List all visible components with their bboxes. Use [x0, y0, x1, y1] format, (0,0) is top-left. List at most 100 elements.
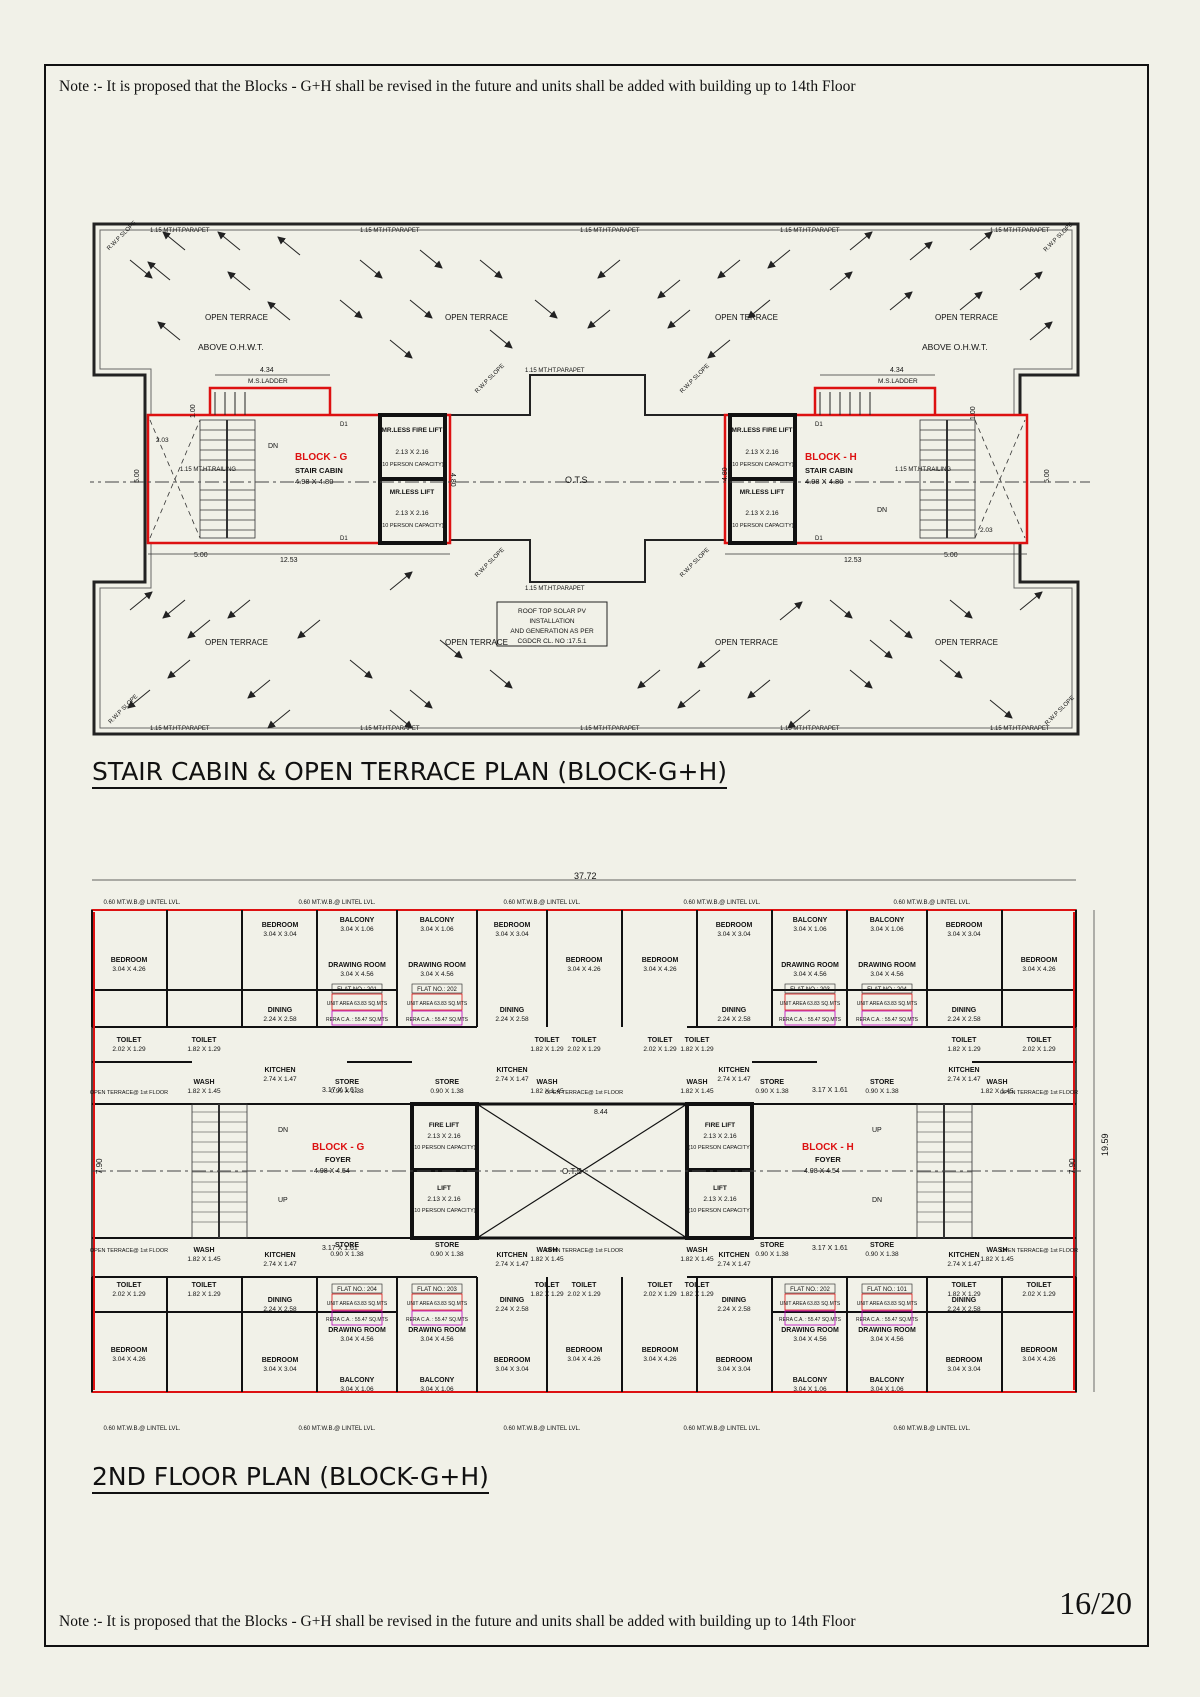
- store-label: STORE: [870, 1242, 894, 1249]
- toilet-label: TOILET: [117, 1037, 142, 1044]
- bedroom-label: BEDROOM: [642, 957, 679, 964]
- parapet-label: 1.15 MT.HT.PARAPET: [990, 228, 1050, 234]
- drawing-room-size: 3.04 X 4.56: [793, 1336, 827, 1343]
- up-label: UP: [278, 1197, 288, 1204]
- wb-lintel-label: 0.60 MT.W.B.@ LINTEL LVL.: [683, 1426, 760, 1432]
- dining-size: 2.24 X 2.58: [947, 1306, 981, 1313]
- lobby-size: 3.17 X 1.61: [322, 1087, 358, 1094]
- open-terrace-label: OPEN TERRACE: [715, 638, 778, 647]
- rera-carpet-area: RERA C.A. : 55.47 SQ.MTS: [406, 1317, 469, 1323]
- stair-size: 4.98 X 4.80: [295, 477, 333, 486]
- dining-label: DINING: [268, 1007, 293, 1014]
- kitchen-size: 2.74 X 1.47: [947, 1076, 981, 1083]
- store-label: STORE: [760, 1242, 784, 1249]
- toilet-label: TOILET: [192, 1037, 217, 1044]
- lift-size: 2.13 X 2.16: [745, 449, 779, 456]
- toilet-size: 1.82 X 1.29: [187, 1046, 221, 1053]
- unit-area: UNIT AREA 63.83 SQ.MTS: [857, 1301, 918, 1307]
- wash-size: 1.82 X 1.45: [980, 1256, 1014, 1263]
- kitchen-label: KITCHEN: [948, 1067, 979, 1074]
- ms-ladder-label: M.S.LADDER: [878, 378, 918, 385]
- lift-capacity: (10 PERSON CAPACITY): [380, 523, 443, 529]
- parapet-label: 1.15 MT.HT.PARAPET: [150, 726, 210, 732]
- d1-label: D1: [815, 422, 823, 428]
- dim-500-v: 5.00: [134, 469, 141, 483]
- flat-number: FLAT NO.: 203: [790, 987, 830, 993]
- store-label: STORE: [335, 1079, 359, 1086]
- dim-790: 7.90: [95, 1158, 104, 1174]
- kitchen-label: KITCHEN: [264, 1252, 295, 1259]
- wash-label: WASH: [194, 1079, 215, 1086]
- bedroom-label: BEDROOM: [716, 1357, 753, 1364]
- toilet-label: TOILET: [117, 1282, 142, 1289]
- foyer-label: FOYER: [325, 1155, 351, 1164]
- bedroom-size: 3.04 X 3.04: [263, 931, 297, 938]
- dining-label: DINING: [500, 1297, 525, 1304]
- lift-capacity: (10 PERSON CAPACITY): [380, 462, 443, 468]
- store-size: 0.90 X 1.38: [755, 1088, 789, 1095]
- lift-capacity: (10 PERSON CAPACITY): [412, 1145, 475, 1151]
- kitchen-label: KITCHEN: [496, 1252, 527, 1259]
- bedroom-label: BEDROOM: [262, 922, 299, 929]
- balcony-size: 3.04 X 1.06: [420, 926, 454, 933]
- balcony-size: 3.04 X 1.06: [793, 1386, 827, 1393]
- wb-lintel-label: 0.60 MT.W.B.@ LINTEL LVL.: [683, 900, 760, 906]
- store-label: STORE: [435, 1079, 459, 1086]
- d1-label: D1: [815, 536, 823, 542]
- parapet-label: 1.15 MT.HT.PARAPET: [990, 726, 1050, 732]
- wash-label: WASH: [987, 1079, 1008, 1086]
- lift-capacity: (10 PERSON CAPACITY): [412, 1208, 475, 1214]
- toilet-label: TOILET: [648, 1037, 673, 1044]
- open-terrace-1st-label: OPEN TERRACE@ 1st FLOOR: [90, 1090, 168, 1096]
- lift-size: 2.13 X 2.16: [395, 449, 429, 456]
- store-label: STORE: [335, 1242, 359, 1249]
- bedroom-label: BEDROOM: [494, 1357, 531, 1364]
- bedroom-size: 3.04 X 3.04: [263, 1366, 297, 1373]
- parapet-label: 1.15 MT.HT.PARAPET: [360, 726, 420, 732]
- bedroom-size: 3.04 X 4.26: [112, 1356, 146, 1363]
- open-terrace-label: OPEN TERRACE: [445, 313, 508, 322]
- toilet-size: 1.82 X 1.29: [530, 1291, 564, 1298]
- drawing-room-size: 3.04 X 4.56: [420, 1336, 454, 1343]
- dim-100: 1.00: [970, 406, 977, 420]
- toilet-size: 2.02 X 1.29: [567, 1046, 601, 1053]
- bedroom-label: BEDROOM: [1021, 1347, 1058, 1354]
- store-size: 0.90 X 1.38: [330, 1251, 364, 1258]
- fire-lift-label: FIRE LIFT: [429, 1122, 459, 1129]
- kitchen-size: 2.74 X 1.47: [495, 1261, 529, 1268]
- drawing-room-label: DRAWING ROOM: [781, 962, 839, 969]
- dim-790: 7.90: [1068, 1158, 1077, 1174]
- flat-number: FLAT NO.: 202: [790, 1287, 830, 1293]
- lift-size: 2.13 X 2.16: [427, 1196, 461, 1203]
- mrless-fire-lift-label: MR.LESS FIRE LIFT: [381, 427, 442, 434]
- drawing-room-size: 3.04 X 4.56: [870, 971, 904, 978]
- dim-844: 8.44: [594, 1109, 608, 1116]
- toilet-label: TOILET: [1027, 1282, 1052, 1289]
- balcony-size: 3.04 X 1.06: [793, 926, 827, 933]
- store-size: 0.90 X 1.38: [330, 1088, 364, 1095]
- dim-203: 2.03: [156, 437, 169, 444]
- rwp-slope-label: R.W.P SLOPE: [108, 694, 140, 726]
- toilet-size: 2.02 X 1.29: [567, 1291, 601, 1298]
- drawing-room-size: 3.04 X 4.56: [870, 1336, 904, 1343]
- wash-label: WASH: [687, 1079, 708, 1086]
- flat-number: FLAT NO.: 201: [337, 987, 377, 993]
- toilet-size: 2.02 X 1.29: [1022, 1046, 1056, 1053]
- dn-label: DN: [872, 1197, 882, 1204]
- drawing-room-label: DRAWING ROOM: [408, 962, 466, 969]
- dining-size: 2.24 X 2.58: [947, 1016, 981, 1023]
- toilet-label: TOILET: [685, 1037, 710, 1044]
- open-terrace-label: OPEN TERRACE: [205, 638, 268, 647]
- terrace-outline-inner: [99, 229, 1073, 729]
- balcony-size: 3.04 X 1.06: [340, 1386, 374, 1393]
- rwp-slope-label: R.W.P SLOPE: [679, 363, 711, 395]
- drawing-room-size: 3.04 X 4.56: [340, 971, 374, 978]
- rera-carpet-area: RERA C.A. : 55.47 SQ.MTS: [856, 1017, 919, 1023]
- toilet-size: 2.02 X 1.29: [643, 1291, 677, 1298]
- ms-ladder-label: M.S.LADDER: [248, 378, 288, 385]
- wash-size: 1.82 X 1.45: [680, 1088, 714, 1095]
- lift-size: 2.13 X 2.16: [703, 1133, 737, 1140]
- overall-width: 37.72: [574, 872, 597, 881]
- dining-size: 2.24 X 2.58: [717, 1016, 751, 1023]
- d1-label: D1: [340, 536, 348, 542]
